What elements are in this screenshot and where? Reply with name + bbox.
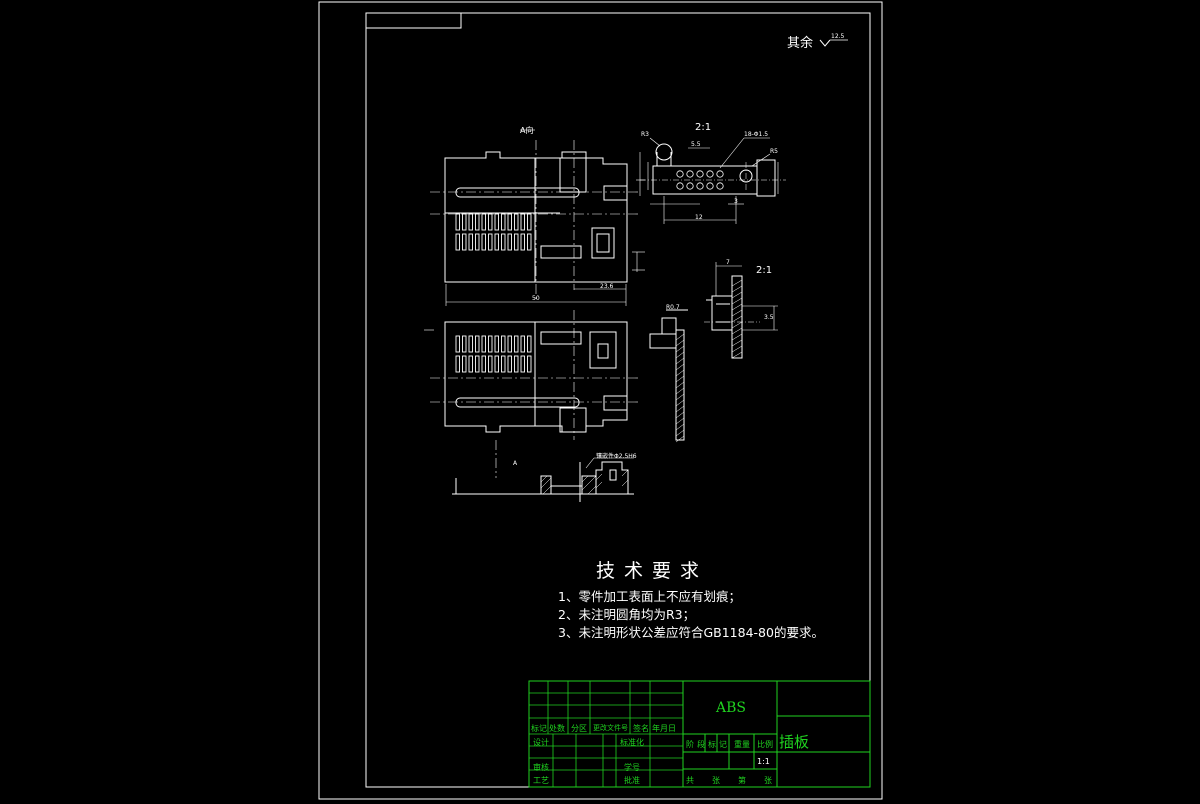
title-block-grid (529, 681, 683, 787)
dim-section-note: R0.7 (666, 304, 680, 311)
title-block-material: ABS (716, 700, 746, 716)
tb-label-design: 设计 (533, 738, 549, 747)
side-section-hatch (675, 333, 685, 443)
dims-detail-2 (704, 262, 778, 331)
tb-label-stage-mark: 阶段标记 (686, 740, 730, 749)
dim-detail-hole-note: 18-Φ1.5 (744, 131, 769, 138)
center-lines-top (430, 140, 645, 300)
tb-label-weight: 重量 (734, 740, 750, 749)
dims-top (445, 129, 645, 306)
dim-detail-r-left: R3 (641, 131, 649, 138)
detail-scale-1: 2:1 (695, 122, 712, 133)
detail-view-2 (706, 275, 743, 359)
dims-detail-1 (639, 137, 779, 224)
main-view-bottom (444, 321, 628, 433)
section-view (452, 461, 634, 502)
dim-small-2: 3 (734, 198, 738, 205)
dim-detail-width: 7 (726, 259, 730, 266)
tech-requirement-1: 1、零件加工表面上不应有划痕； (558, 589, 741, 604)
side-section (649, 309, 688, 441)
roughness-symbol (819, 39, 831, 47)
tb-label-zone: 分区 (571, 724, 587, 733)
view-a-label: A向 (520, 126, 534, 135)
dim-sub-length: 23.6 (600, 283, 614, 290)
detail-view-1 (652, 143, 776, 197)
tb-label-sign: 签名 (633, 724, 649, 733)
section-a-label: A (513, 460, 518, 467)
section-hatch (540, 469, 629, 495)
roughness-label: 其余 (787, 36, 814, 51)
dim-small-1: 5.5 (691, 141, 701, 148)
dim-detail-height: 3.5 (764, 314, 774, 321)
tb-label-mark: 标记 (531, 724, 547, 733)
tb-label-approve: 批准 (624, 776, 640, 785)
dim-detail-span: 12 (695, 214, 703, 221)
tb-label-change-doc: 更改文件号 (593, 724, 628, 732)
outer-border (318, 1, 883, 800)
roughness-value: 12.5 (831, 33, 845, 40)
dim-detail-r-right: R5 (770, 148, 778, 155)
tb-label-date: 年月日 (652, 724, 676, 733)
dim-inlay-note: 镶嵌件Φ2.5H6 (596, 453, 637, 460)
main-view-top-slots (455, 213, 532, 251)
tb-label-student-no: 学号 (624, 763, 640, 772)
tb-label-count: 处数 (549, 724, 565, 733)
center-lines-detail-1 (640, 162, 786, 192)
tb-label-standardize: 标准化 (620, 738, 644, 747)
title-block (528, 680, 871, 788)
detail-holes (676, 170, 724, 190)
title-block-scale: 1:1 (757, 757, 770, 766)
detail-scale-2: 2:1 (756, 265, 773, 276)
detail-view-2-hatch (731, 279, 743, 359)
dim-overall-length: 50 (532, 295, 540, 302)
tech-requirement-2: 2、未注明圆角均为R3； (558, 607, 696, 622)
title-block-part-name: 插板 (779, 733, 810, 751)
main-view-top (444, 151, 628, 283)
code-box (365, 12, 462, 29)
tb-label-process: 工艺 (533, 776, 549, 785)
tb-label-review: 审核 (533, 763, 549, 772)
inner-border (365, 12, 871, 788)
tech-requirements-title: 技术要求 (596, 560, 709, 582)
tb-label-scale: 比例 (757, 740, 773, 749)
main-view-bottom-slots (455, 335, 532, 373)
tech-requirement-3: 3、未注明形状公差应符合GB1184-80的要求。 (558, 625, 824, 640)
tb-label-sheets: 共 张 第 张 (686, 776, 777, 785)
center-lines-bottom (424, 310, 640, 478)
